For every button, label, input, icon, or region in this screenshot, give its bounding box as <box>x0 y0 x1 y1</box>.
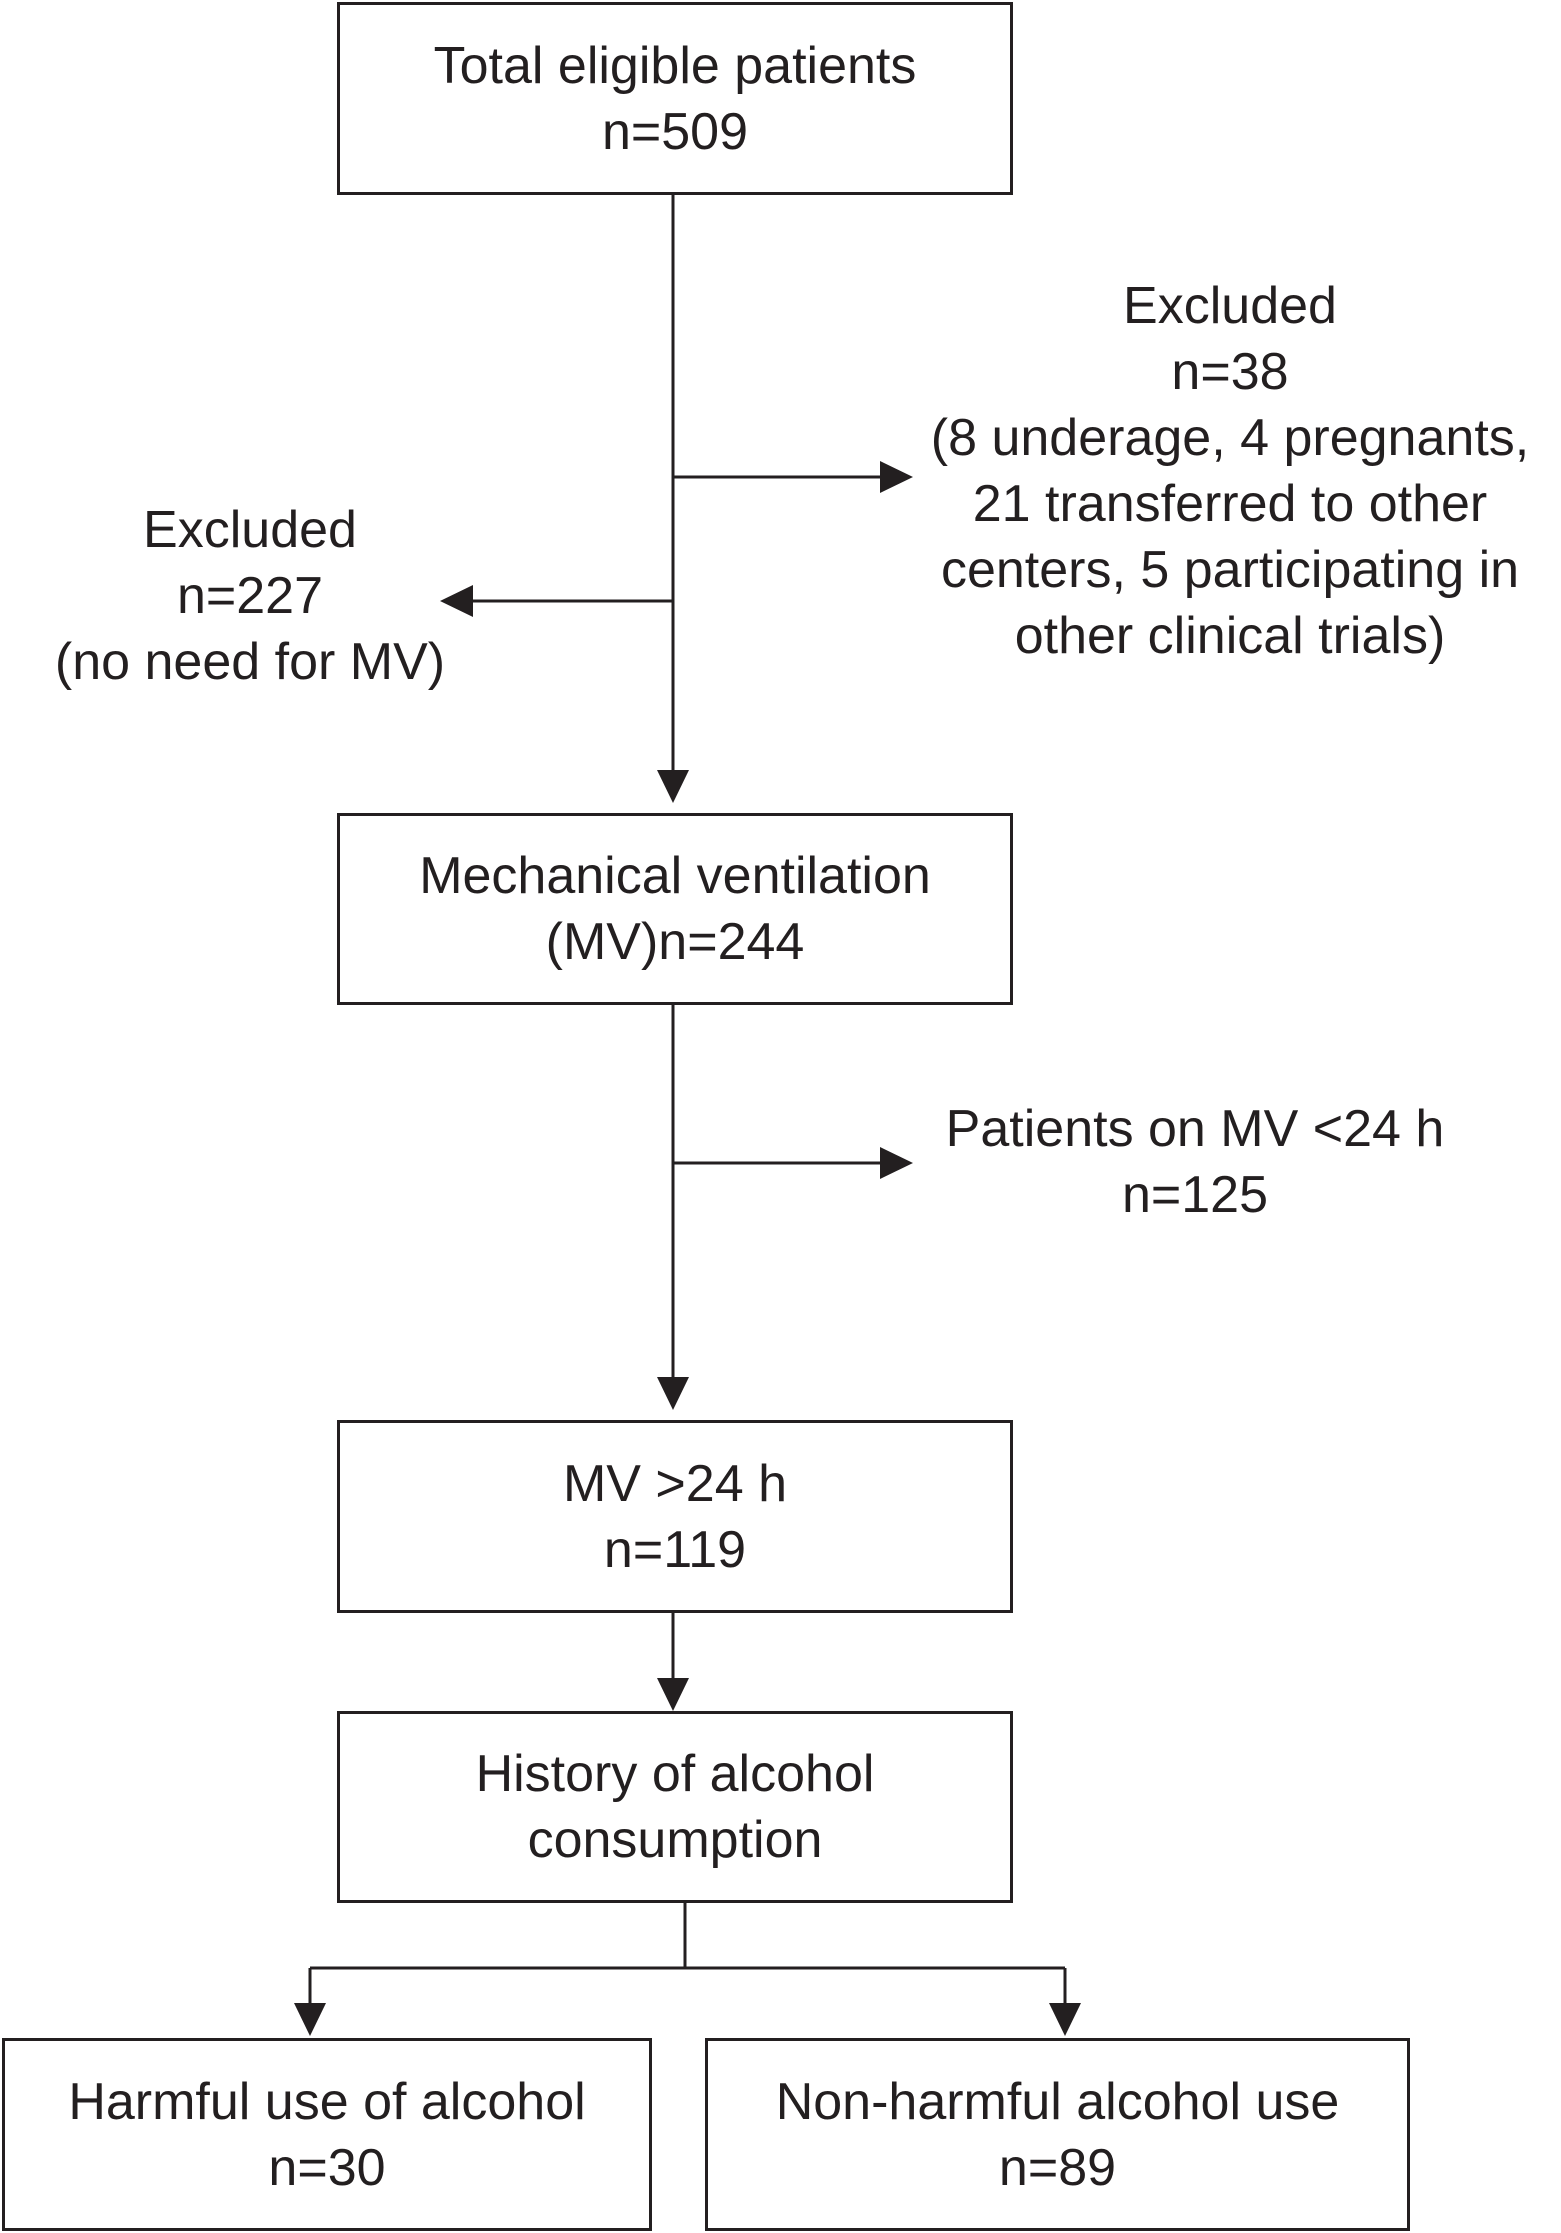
arrowhead-to-mvlong <box>657 1377 689 1410</box>
alcohol-history-box: History of alcohol consumption <box>337 1711 1013 1903</box>
non-harmful-use-title: Non-harmful alcohol use <box>775 2072 1340 2131</box>
mv-short-count: n=125 <box>1121 1166 1269 1224</box>
non-harmful-use-count: n=89 <box>998 2138 1117 2197</box>
non-harmful-use-box: Non-harmful alcohol use n=89 <box>705 2038 1410 2231</box>
arrowhead-to-nonharmful <box>1049 2003 1081 2036</box>
arrowhead-to-history <box>657 1678 689 1711</box>
mv-short-label: Patients on MV <24 h n=125 <box>905 1096 1485 1228</box>
harmful-use-title: Harmful use of alcohol <box>68 2072 586 2131</box>
excluded-right-detail-2: 21 transferred to other <box>972 475 1488 533</box>
excluded-right-detail-1: (8 underage, 4 pregnants, <box>930 409 1530 467</box>
mv-long-title: MV >24 h <box>562 1454 788 1513</box>
alcohol-history-line-1: History of alcohol <box>475 1745 875 1803</box>
total-eligible-count: n=509 <box>601 102 749 161</box>
total-eligible-box: Total eligible patients n=509 <box>337 2 1013 195</box>
excluded-right-detail-4: other clinical trials) <box>1014 607 1446 665</box>
mechanical-ventilation-count: (MV)n=244 <box>545 913 805 971</box>
alcohol-history-line-2: consumption <box>527 1811 823 1869</box>
mv-short-title: Patients on MV <24 h <box>945 1100 1445 1158</box>
arrowhead-to-excluded-left <box>440 585 473 617</box>
excluded-left-count: n=227 <box>176 567 324 625</box>
mechanical-ventilation-title: Mechanical ventilation <box>419 847 931 905</box>
mv-long-box: MV >24 h n=119 <box>337 1420 1013 1613</box>
excluded-left-label: Excluded n=227 (no need for MV) <box>20 497 480 695</box>
excluded-right-label: Excluded n=38 (8 underage, 4 pregnants, … <box>905 273 1555 669</box>
arrowhead-to-excluded-right <box>880 461 913 493</box>
excluded-right-count: n=38 <box>1171 343 1289 401</box>
arrowhead-to-mv <box>657 770 689 803</box>
mv-long-count: n=119 <box>603 1520 747 1579</box>
excluded-right-title: Excluded <box>1123 277 1337 335</box>
total-eligible-title: Total eligible patients <box>433 36 917 95</box>
excluded-left-detail: (no need for MV) <box>54 633 446 691</box>
arrowhead-to-harmful <box>294 2003 326 2036</box>
excluded-right-detail-3: centers, 5 participating in <box>940 541 1520 599</box>
harmful-use-box: Harmful use of alcohol n=30 <box>2 2038 652 2231</box>
mechanical-ventilation-box: Mechanical ventilation (MV)n=244 <box>337 813 1013 1005</box>
excluded-left-title: Excluded <box>143 501 357 559</box>
arrowhead-to-mv-short <box>880 1147 913 1179</box>
harmful-use-count: n=30 <box>268 2138 386 2197</box>
